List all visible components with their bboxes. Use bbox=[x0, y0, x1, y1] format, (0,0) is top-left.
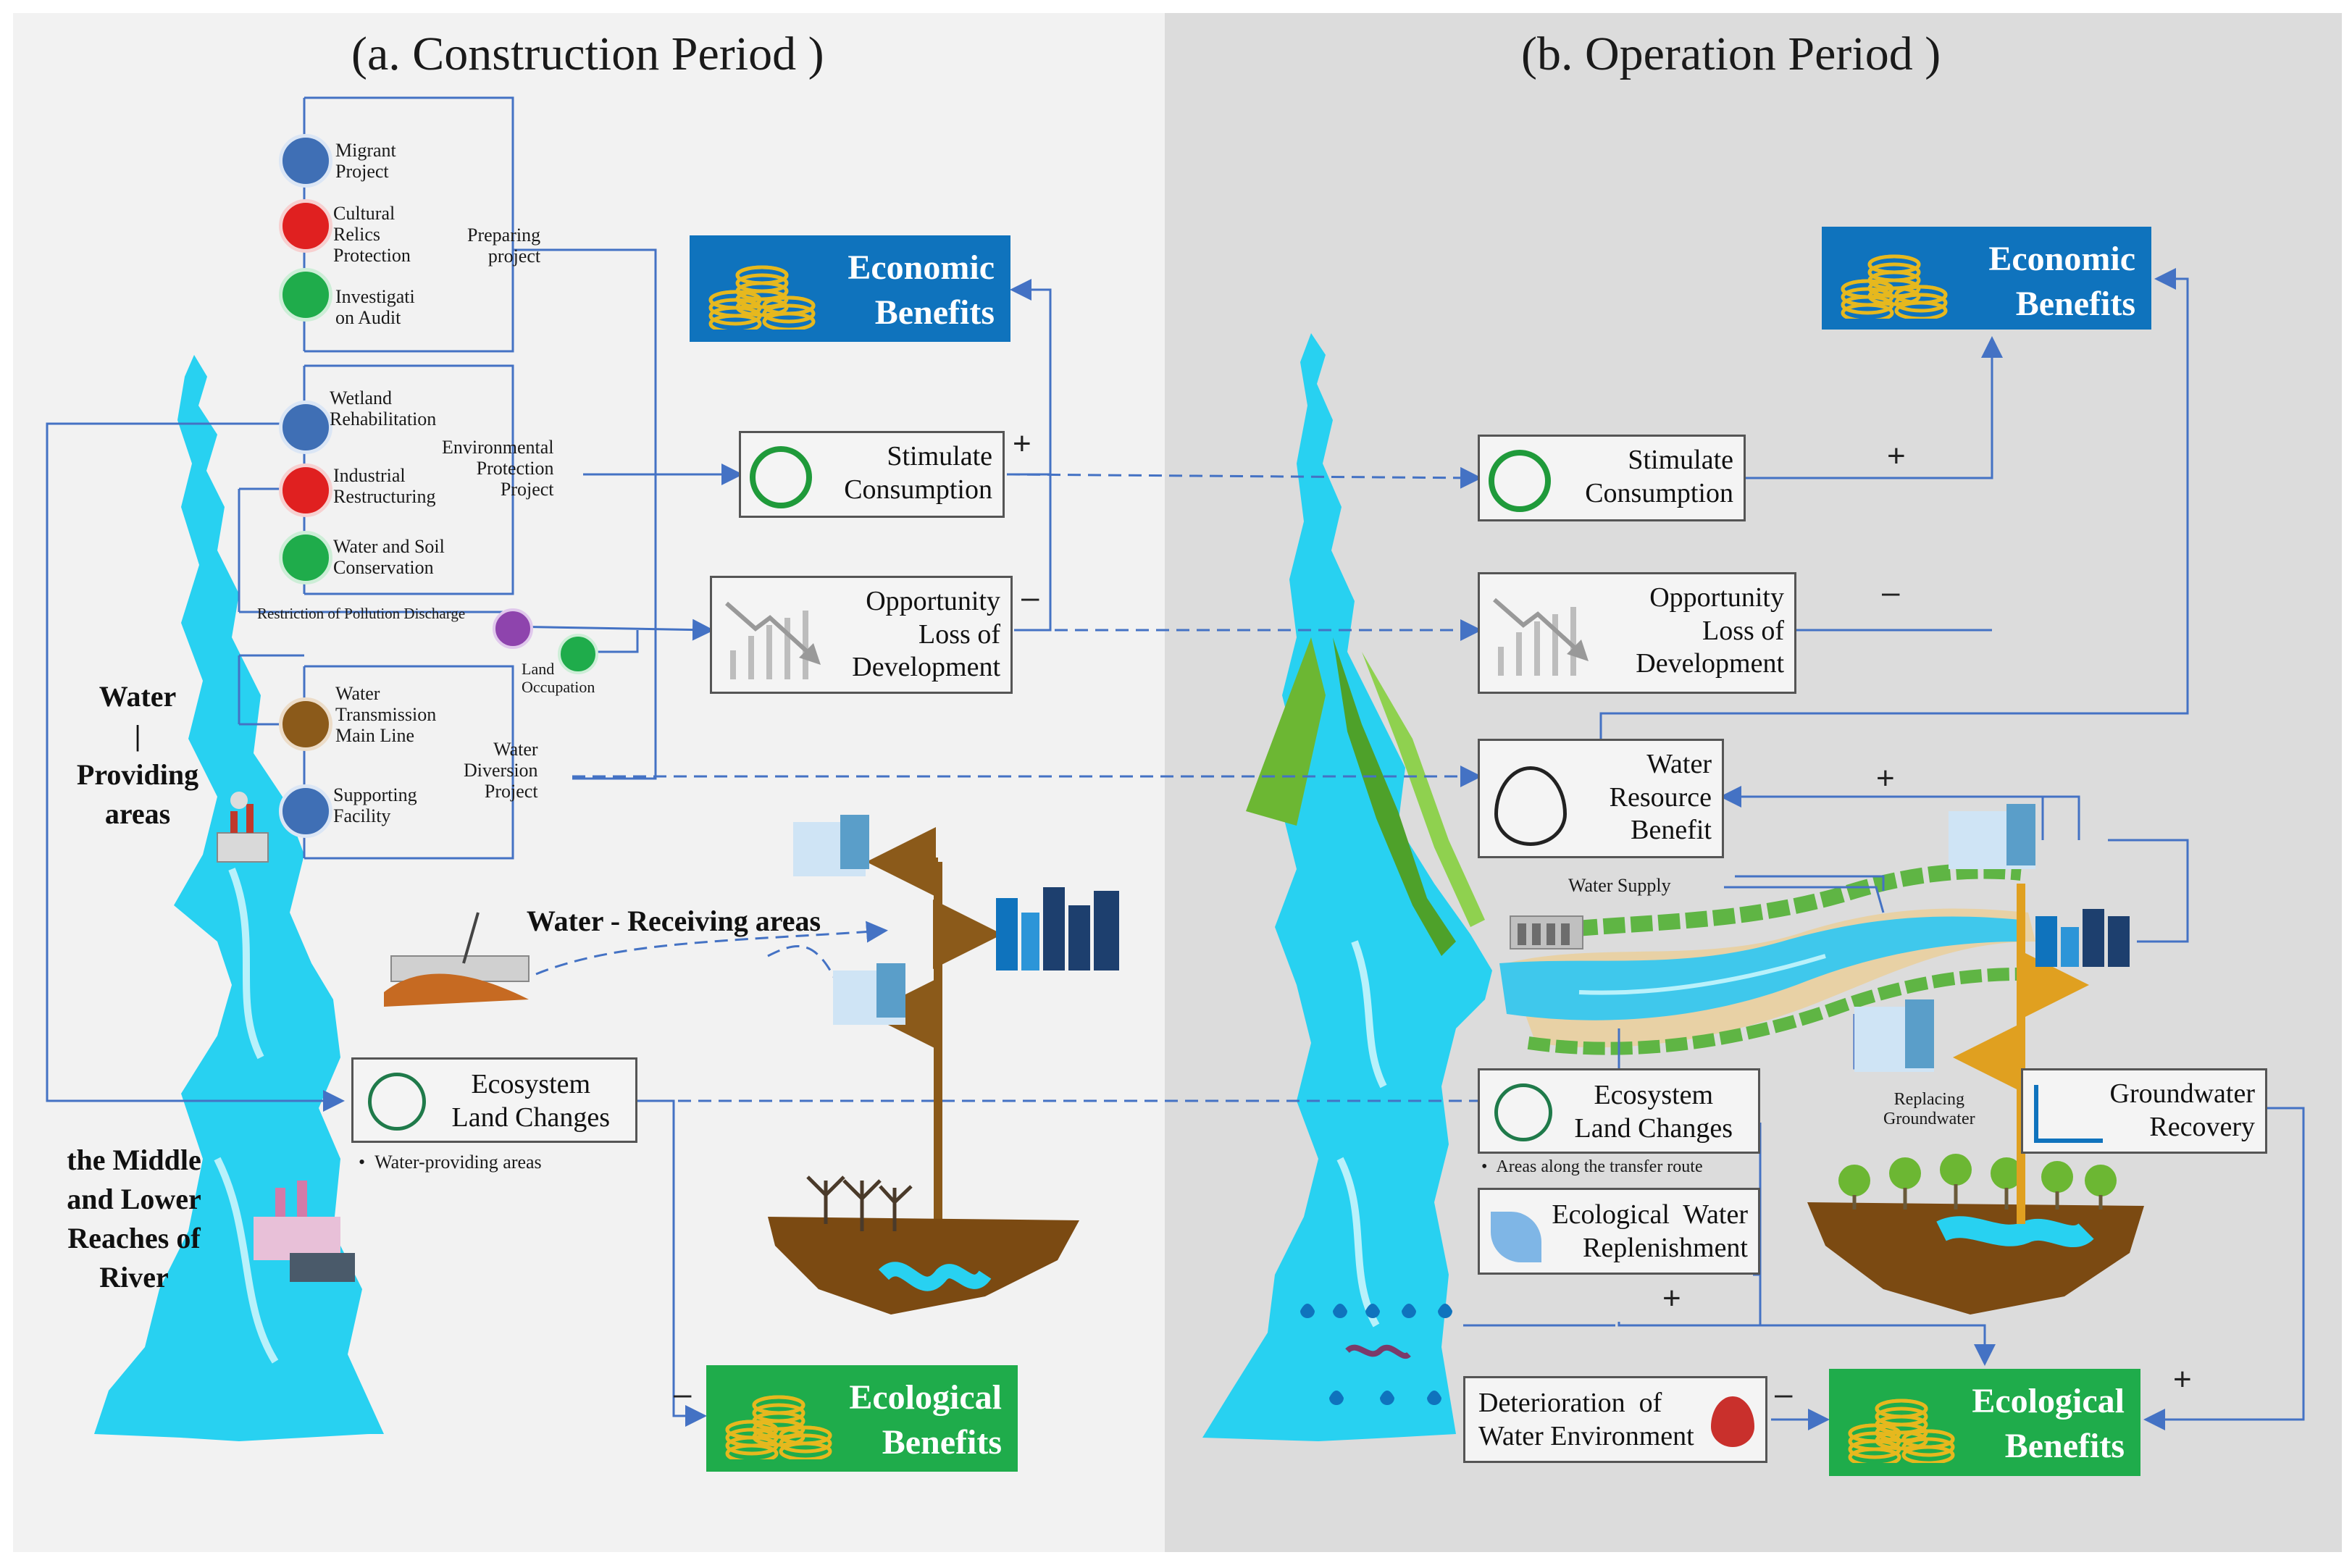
economic-benefits-left: Economic Benefits bbox=[690, 235, 1010, 342]
warning-drop-icon bbox=[1711, 1396, 1754, 1447]
wetland-icon bbox=[279, 401, 332, 454]
groundwater-recovery: Groundwater Recovery bbox=[2021, 1068, 2267, 1154]
water-soil-label: Water and Soil Conservation bbox=[333, 536, 445, 579]
coin-stack-graphic bbox=[725, 1395, 832, 1464]
wetland-label: Wetland Rehabilitation bbox=[330, 387, 437, 430]
plus-sign-right-gw: + bbox=[2173, 1362, 2192, 1397]
cultural-relics-label: Cultural Relics Protection bbox=[333, 203, 411, 267]
plus-sign-right-eco: + bbox=[1662, 1280, 1681, 1316]
supporting-facility-icon bbox=[279, 784, 332, 838]
water-transmission-icon bbox=[279, 697, 332, 751]
deterioration-water-environment: Deterioration of Water Environment bbox=[1463, 1376, 1767, 1463]
operation-title: (b. Operation Period ) bbox=[1521, 28, 1941, 80]
ecological-water-replenishment: Ecological Water Replenishment bbox=[1478, 1188, 1760, 1275]
declining-chart-icon bbox=[1491, 592, 1599, 679]
ecosystem-land-changes-right: Ecosystem Land Changes bbox=[1478, 1068, 1760, 1154]
water-providing-areas: Water | Providing areas bbox=[76, 680, 199, 830]
investigation-audit-label: Investigati on Audit bbox=[335, 286, 415, 329]
supporting-facility-label: Supporting Facility bbox=[333, 784, 417, 827]
ecosystem-land-changes-left: Ecosystem Land Changes bbox=[351, 1057, 637, 1143]
opportunity-loss-right: Opportunity Loss of Development bbox=[1478, 572, 1796, 694]
dollar-cycle-icon bbox=[1489, 450, 1551, 512]
ecosystem-note-left: • Water-providing areas bbox=[359, 1152, 542, 1173]
construction-title: (a. Construction Period ) bbox=[351, 28, 824, 80]
coin-stack-icon bbox=[1840, 235, 1949, 323]
water-supply-label: Water Supply bbox=[1568, 875, 1671, 896]
minus-sign-right-det: – bbox=[1775, 1376, 1793, 1412]
distribution-tree bbox=[866, 827, 1003, 1231]
replacing-groundwater-label: Replacing Groundwater bbox=[1883, 1090, 1975, 1128]
sprout-icon bbox=[368, 1073, 426, 1131]
sprout-icon bbox=[1494, 1083, 1552, 1141]
plus-sign-right-stim: + bbox=[1887, 438, 1906, 474]
supply-tree bbox=[1953, 884, 2089, 1224]
right-connectors bbox=[1463, 268, 2305, 1430]
land-occupation-label: Land Occupation bbox=[522, 660, 595, 696]
pollution-restriction-icon bbox=[493, 608, 533, 649]
rain-drops bbox=[1300, 1304, 1452, 1405]
migrant-project-label: Migrant Project bbox=[335, 140, 396, 183]
ecological-benefits-right: Ecological Benefits bbox=[1829, 1369, 2140, 1476]
restriction-label: Restriction of Pollution Discharge bbox=[257, 605, 466, 622]
land-occupation-icon bbox=[558, 634, 598, 674]
preparing-project-label: Preparing project bbox=[467, 225, 541, 267]
polluting-factory-icon bbox=[254, 1181, 355, 1282]
groundwater-icon bbox=[2034, 1085, 2103, 1143]
declining-chart-graphic bbox=[725, 601, 821, 679]
industrial-icon bbox=[279, 464, 332, 517]
construction-site-icon bbox=[384, 912, 530, 1007]
minus-sign-left-eco: – bbox=[674, 1376, 692, 1412]
water-receiving-areas: Water - Receiving areas bbox=[526, 905, 821, 937]
coin-stack-icon bbox=[1847, 1380, 1956, 1467]
coin-stack-icon bbox=[708, 246, 816, 334]
economic-benefits-right: Economic Benefits bbox=[1822, 227, 2151, 330]
coin-stack-graphic bbox=[1848, 1399, 1955, 1467]
middle-lower-reaches: the Middle and Lower Reaches of River bbox=[67, 1144, 201, 1294]
cultural-relics-icon bbox=[279, 199, 332, 253]
water-drop-yuan-icon bbox=[1494, 766, 1567, 846]
stimulate-consumption-left: Stimulate Consumption bbox=[739, 431, 1005, 518]
water-resource-benefit: Water Resource Benefit bbox=[1478, 739, 1724, 858]
declining-chart-graphic bbox=[1493, 598, 1589, 676]
buildings-left bbox=[793, 815, 1119, 1025]
ecological-benefits-left: Ecological Benefits bbox=[706, 1365, 1018, 1472]
migrant-project-icon bbox=[279, 134, 332, 188]
industrial-label: Industrial Restructuring bbox=[333, 465, 436, 508]
water-diversion-label: Water Diversion Project bbox=[464, 739, 538, 802]
buildings-right bbox=[1854, 804, 2130, 1072]
stimulate-consumption-right: Stimulate Consumption bbox=[1478, 435, 1746, 521]
coin-stack-icon bbox=[724, 1376, 833, 1464]
factory-icon bbox=[217, 792, 269, 863]
dollar-cycle-icon bbox=[750, 446, 812, 508]
water-transmission-label: Water Transmission Main Line bbox=[335, 683, 437, 747]
minus-sign-left-opp: – bbox=[1021, 579, 1039, 615]
ecosystem-note-right: • Areas along the transfer route bbox=[1481, 1157, 1703, 1176]
water-soil-icon bbox=[279, 531, 332, 584]
declining-chart-icon bbox=[723, 596, 832, 683]
environmental-project-label: Environmental Protection Project bbox=[442, 437, 554, 500]
minus-sign-right-opp: – bbox=[1882, 574, 1900, 610]
dry-land bbox=[768, 1217, 1079, 1315]
plus-sign-right-wr: + bbox=[1876, 760, 1895, 796]
opportunity-loss-left: Opportunity Loss of Development bbox=[710, 576, 1013, 694]
coin-stack-graphic bbox=[708, 265, 816, 334]
right-river bbox=[1202, 333, 1492, 1441]
river-bend-icon bbox=[1491, 1212, 1541, 1262]
plus-sign-left-stim: + bbox=[1013, 426, 1031, 461]
investigation-audit-icon bbox=[279, 268, 332, 322]
canal bbox=[1499, 916, 2021, 1020]
coin-stack-graphic bbox=[1841, 254, 1948, 323]
